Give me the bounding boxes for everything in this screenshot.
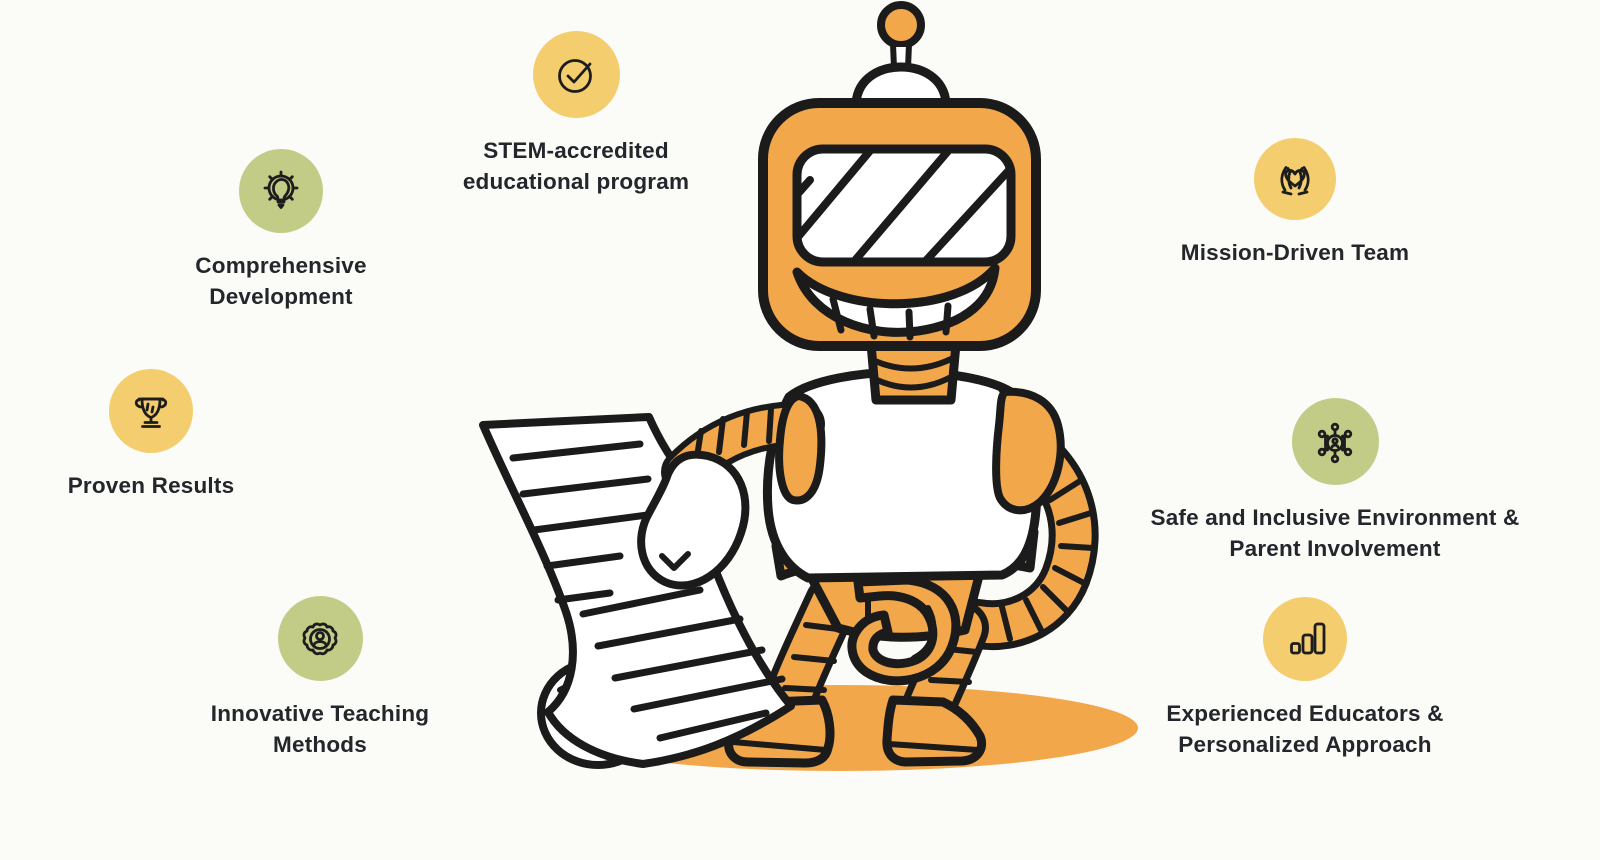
- robot-shoulders: [775, 387, 1065, 515]
- feature-badge: [1263, 597, 1347, 681]
- feature-label: Proven Results: [67, 473, 235, 498]
- feature-experienced-educators: Experienced Educators & Personalized App…: [1145, 597, 1465, 760]
- robot-head: [758, 1, 1041, 351]
- feature-label: Comprehensive Development: [195, 253, 367, 309]
- robot-hook-hand: [847, 575, 961, 686]
- feature-safe-inclusive-environment: Safe and Inclusive Environment & Parent …: [1135, 398, 1535, 564]
- feature-comprehensive-development: Comprehensive Development: [171, 149, 391, 312]
- feature-label: STEM-accredited educational program: [462, 138, 690, 194]
- feature-label: Safe and Inclusive Environment & Parent …: [1150, 505, 1520, 561]
- robot-neck: [866, 339, 961, 405]
- feature-badge: [1254, 138, 1336, 220]
- trophy-icon: [134, 397, 168, 428]
- feature-badge: [239, 149, 323, 233]
- feature-mission-driven-team: Mission-Driven Team: [1135, 138, 1455, 268]
- feature-label: Innovative Teaching Methods: [210, 701, 430, 757]
- feature-label: Experienced Educators & Personalized App…: [1166, 701, 1444, 757]
- person-badge-icon: [302, 622, 338, 655]
- feature-stem-accredited: STEM-accredited educational program: [441, 31, 711, 197]
- scroll-document: [479, 413, 795, 769]
- feature-badge: [277, 596, 363, 681]
- network-icon: [1317, 422, 1353, 463]
- robot-hand-on-scroll: [637, 450, 750, 590]
- robot-teeth: [829, 295, 952, 341]
- check-circle-icon: [558, 58, 592, 93]
- hands-heart-icon: [1280, 166, 1310, 196]
- bar-chart-icon: [1290, 622, 1326, 655]
- scroll-text-lines: [509, 440, 786, 742]
- feature-badge: [1291, 398, 1379, 485]
- feature-badge: [109, 369, 193, 453]
- feature-proven-results: Proven Results: [41, 369, 261, 501]
- feature-innovative-teaching: Innovative Teaching Methods: [195, 596, 445, 760]
- feature-badge: [532, 31, 620, 118]
- antenna-ball: [877, 1, 925, 49]
- lightbulb-gear-icon: [263, 170, 299, 209]
- feature-label: Mission-Driven Team: [1180, 240, 1410, 265]
